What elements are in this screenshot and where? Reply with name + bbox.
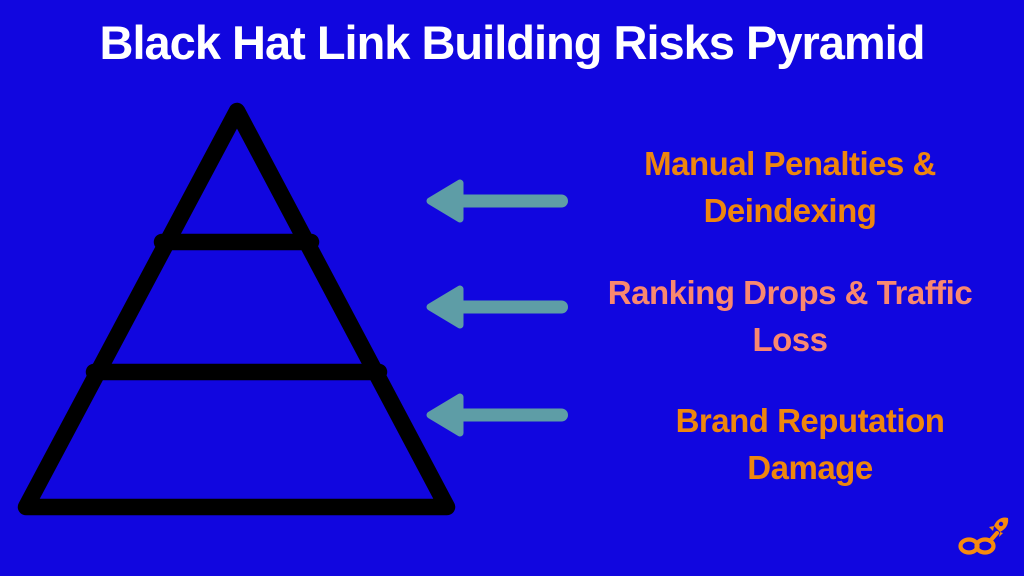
risk-label-line: Manual Penalties &: [644, 145, 936, 182]
risk-label-manual-penalties: Manual Penalties & Deindexing: [560, 140, 1020, 234]
arrows: [426, 179, 568, 437]
risk-label-line: Deindexing: [703, 192, 877, 229]
risk-label-line: Damage: [747, 449, 873, 486]
risk-label-brand-reputation: Brand Reputation Damage: [580, 397, 1024, 491]
risk-label-ranking-drops: Ranking Drops & Traffic Loss: [560, 269, 1020, 363]
risk-label-line: Loss: [752, 321, 828, 358]
risk-label-line: Brand Reputation: [675, 402, 945, 439]
risk-label-line: Ranking Drops & Traffic: [607, 274, 973, 311]
infinity-rocket-icon: [958, 517, 1009, 555]
pyramid-outline: [17, 102, 456, 516]
page-title: Black Hat Link Building Risks Pyramid: [99, 16, 926, 69]
left-arrow-icon-middle: [426, 285, 568, 329]
pyramid-icon: [17, 102, 456, 516]
left-arrow-icon-top: [426, 179, 568, 223]
left-arrow-icon-bottom: [426, 393, 568, 437]
